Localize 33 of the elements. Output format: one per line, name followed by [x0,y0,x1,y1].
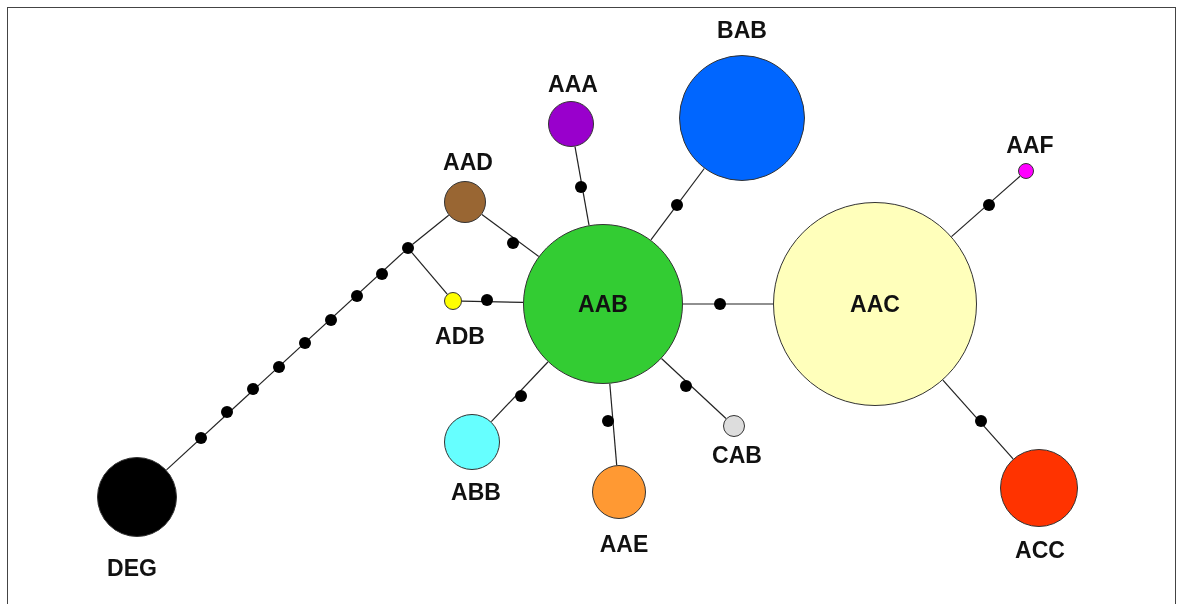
haplotype-label: AAC [850,290,900,318]
network-link [411,252,448,295]
haplotype-label: AAD [443,148,493,176]
network-link [490,361,549,423]
network-link [481,213,540,257]
haplotype-label: ABB [451,478,501,506]
haplotype-label: CAB [712,441,762,469]
network-link [660,357,727,420]
haplotype-label: AAE [599,530,649,558]
network-link [412,214,450,245]
network-link [609,383,618,466]
haplotype-label: AAF [1006,131,1054,159]
haplotype-circle [1018,163,1034,179]
network-link [942,379,1014,460]
haplotype-circle [723,415,745,437]
haplotype-circle [444,414,500,470]
haplotype-label: ACC [1015,536,1065,564]
network-link [165,251,405,471]
haplotype-label: BAB [717,16,767,44]
junction-dot [402,242,414,254]
network-link [650,167,705,241]
network-link [461,300,524,303]
haplotype-circle [444,181,486,223]
haplotype-circle [592,465,646,519]
haplotype-label: AAB [578,290,628,318]
haplotype-label: DEG [107,554,157,582]
network-link [574,146,590,226]
haplotype-label: ADB [435,322,485,350]
haplotype-label: AAA [548,70,598,98]
haplotype-circle [444,292,462,310]
haplotype-circle [548,101,594,147]
network-link [682,303,774,305]
network-link [950,175,1021,238]
